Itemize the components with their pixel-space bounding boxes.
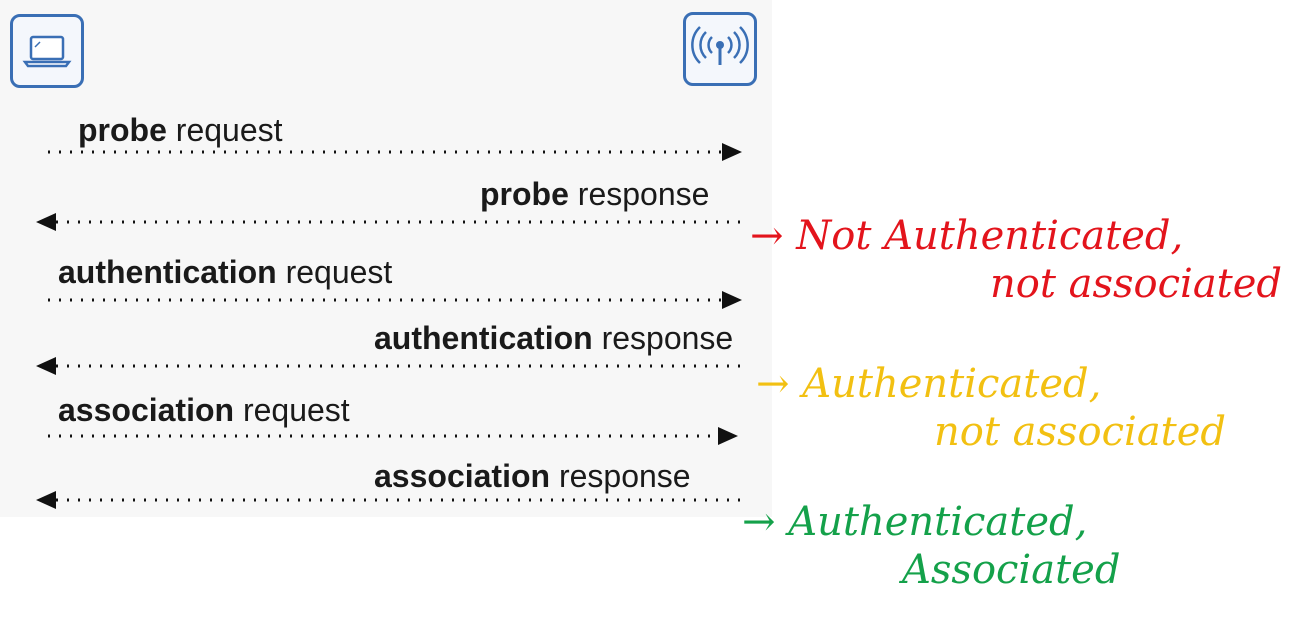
- annotation-not-authenticated: → Not Authenticated, not associated: [750, 213, 1283, 307]
- arrow-probe-request: [48, 143, 742, 161]
- message-label-association-response: association response: [374, 458, 691, 494]
- wireless-antenna-icon: [683, 12, 757, 86]
- message-arrows: [36, 143, 742, 509]
- diagram-panel: [0, 0, 772, 517]
- message-label-authentication-request: authentication request: [58, 254, 393, 290]
- laptop-icon: [10, 14, 84, 88]
- annotation-authenticated-associated: → Authenticated, Associated: [742, 499, 1121, 593]
- message-label-probe-request: probe request: [78, 112, 283, 148]
- arrow-association-request: [48, 427, 738, 445]
- annotation-authenticated-not-associated: → Authenticated, not associated: [756, 361, 1227, 455]
- message-label-probe-response: probe response: [480, 176, 710, 212]
- message-label-association-request: association request: [58, 392, 350, 428]
- message-label-authentication-response: authentication response: [374, 320, 734, 356]
- arrow-probe-response: [36, 213, 740, 231]
- arrow-authentication-request: [48, 291, 742, 309]
- arrow-authentication-response: [36, 357, 740, 375]
- arrow-association-response: [36, 491, 740, 509]
